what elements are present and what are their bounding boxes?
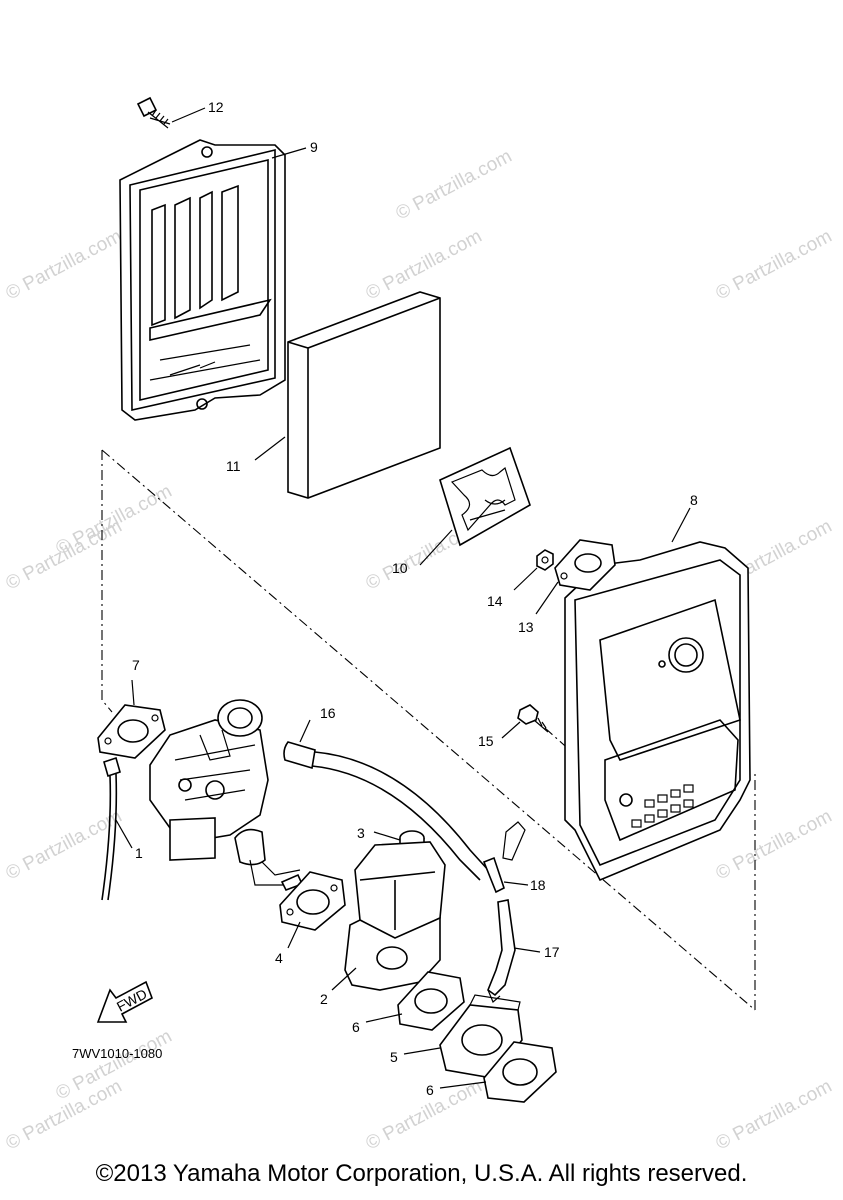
copyright-notice: ©2013 Yamaha Motor Corporation, U.S.A. A…: [95, 1160, 748, 1187]
gasket-4: [279, 871, 346, 931]
bolt-15: [517, 704, 549, 733]
air-box-cover-9: [119, 139, 286, 421]
gasket-6-lower: [483, 1041, 557, 1103]
silencer-vents: [631, 784, 694, 828]
callout-2: 2: [320, 991, 328, 1007]
watermark: © Partzilla.com: [712, 806, 835, 885]
watermark: © Partzilla.com: [52, 481, 175, 560]
callout-8: 8: [690, 492, 698, 508]
nut-14: [536, 549, 554, 571]
callout-17: 17: [544, 944, 560, 960]
callout-labels: 1 2 3 4 5 6 6 7 8 9 10 11 12 13 14 15 16…: [132, 99, 698, 1098]
callout-7: 7: [132, 657, 140, 673]
gasket-13: [554, 539, 616, 591]
callout-3: 3: [357, 825, 365, 841]
carburetor-assembly: [149, 699, 304, 892]
diagram-code: 7WV1010-1080: [72, 1046, 162, 1061]
watermark: © Partzilla.com: [712, 1076, 835, 1155]
watermark: © Partzilla.com: [362, 1076, 485, 1155]
watermark: © Partzilla.com: [392, 146, 515, 225]
watermark: © Partzilla.com: [2, 226, 125, 305]
gasket-7: [97, 704, 166, 759]
callout-6b: 6: [426, 1082, 434, 1098]
callout-10: 10: [392, 560, 408, 576]
leader-lines: [115, 107, 691, 1089]
callout-18: 18: [530, 877, 546, 893]
cable-tie-1: [101, 756, 121, 901]
silencer-box-8: [564, 541, 751, 882]
callout-1: 1: [135, 845, 143, 861]
callout-13: 13: [518, 619, 534, 635]
hose-16: [283, 741, 491, 881]
fwd-arrow-icon: FWD: [96, 980, 153, 1023]
bolt-12: [136, 96, 171, 129]
gasket-6-upper: [397, 971, 465, 1031]
callout-5: 5: [390, 1049, 398, 1065]
callout-4: 4: [275, 950, 283, 966]
callout-11: 11: [226, 458, 241, 474]
callout-14: 14: [487, 593, 503, 609]
callout-15: 15: [478, 733, 494, 749]
watermark: © Partzilla.com: [2, 806, 125, 885]
filter-element-11: [287, 291, 441, 499]
fitting-18: [482, 821, 526, 894]
bracket-2: [344, 841, 446, 991]
callout-12: 12: [208, 99, 224, 115]
hose-17: [487, 899, 516, 1003]
callout-16: 16: [320, 705, 336, 721]
gasket-10: [439, 446, 531, 547]
callout-9: 9: [310, 139, 318, 155]
watermark: © Partzilla.com: [712, 226, 835, 305]
callout-6a: 6: [352, 1019, 360, 1035]
